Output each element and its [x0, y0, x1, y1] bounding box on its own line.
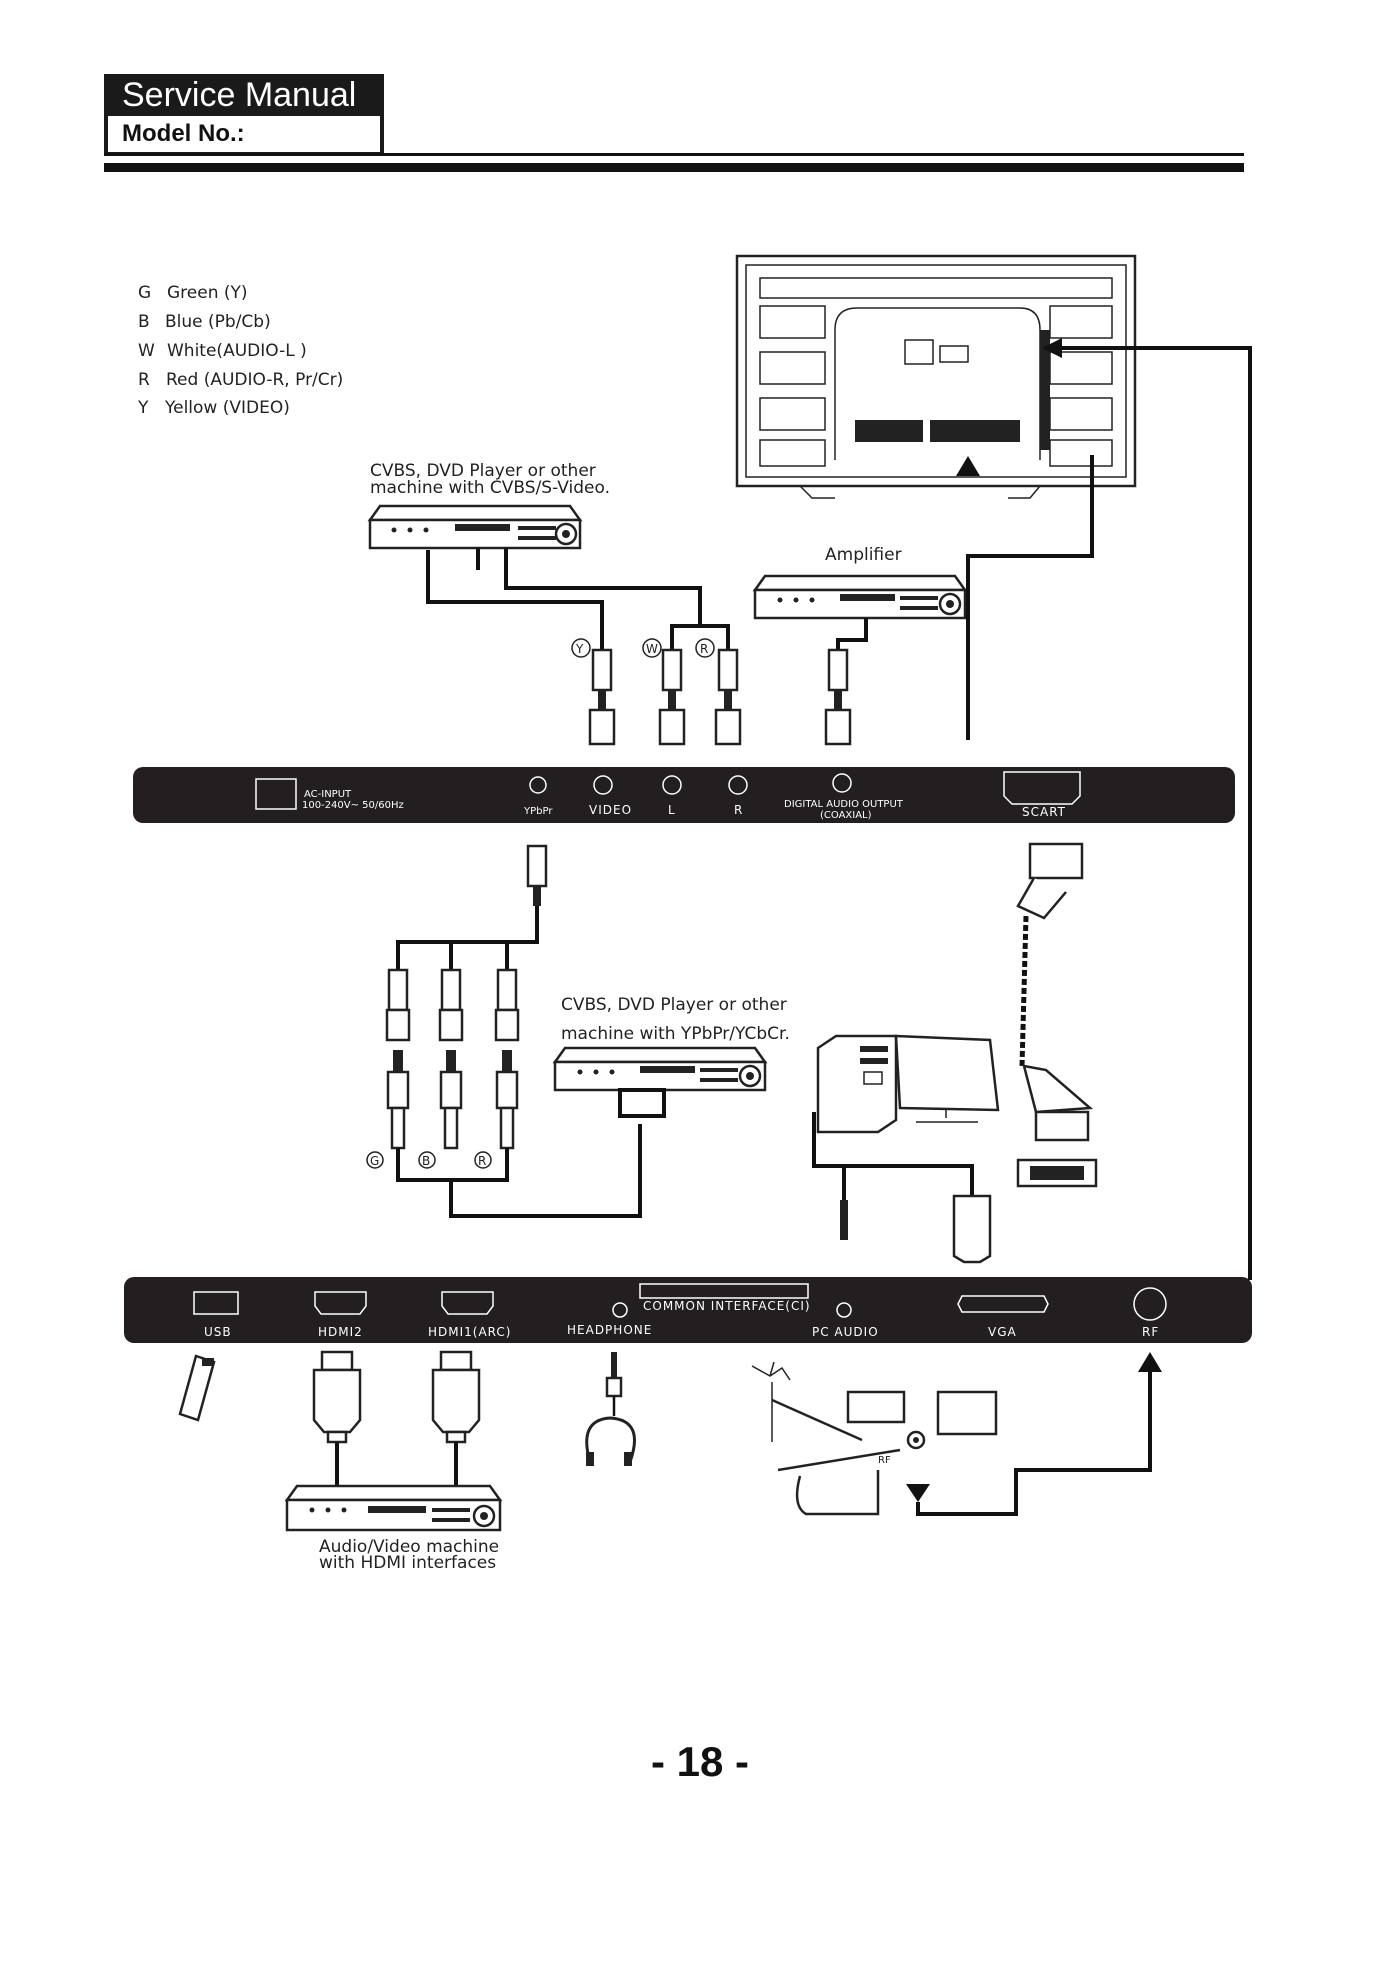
- scart-port-label: SCART: [1022, 805, 1066, 819]
- ac-spec-label: 100-240V~ 50/60Hz: [302, 800, 404, 811]
- antenna-rf-illustration: [751, 1361, 998, 1516]
- legend-text-b: Blue (Pb/Cb): [165, 312, 271, 332]
- ac-input-label: AC-INPUT: [304, 789, 352, 800]
- amplifier-illustration: [752, 574, 968, 620]
- hdmi-cable-hdmi1: [431, 1350, 481, 1488]
- plug-letter-y: Y: [575, 642, 584, 656]
- rca-plug-coaxial: [824, 648, 852, 746]
- ypbpr-cable-assembly: [385, 844, 642, 1218]
- rf-arrow-icon: [1138, 1352, 1162, 1372]
- legend-code-b: B: [138, 312, 150, 332]
- top-connector-panel: [133, 767, 1235, 823]
- ypbpr-dvd-player-illustration: [552, 1046, 768, 1118]
- legend-code-w: W: [138, 341, 155, 361]
- hdmi1-arc-port-label: HDMI1(ARC): [428, 1325, 511, 1339]
- legend-text-w: White(AUDIO-L ): [167, 341, 307, 361]
- legend-text-y: Yellow (VIDEO): [164, 398, 290, 418]
- header-rule-thick: [104, 163, 1244, 172]
- ypbpr-player-caption-line1: CVBS, DVD Player or other: [561, 995, 787, 1015]
- manual-title: Service Manual: [104, 74, 384, 116]
- digital-audio-label: DIGITAL AUDIO OUTPUT: [784, 799, 904, 810]
- legend-code-y: Y: [137, 398, 149, 418]
- plug-letter-g: G: [370, 1154, 379, 1168]
- common-interface-label: COMMON INTERFACE(CI): [643, 1299, 811, 1313]
- coaxial-label: (COAXIAL): [820, 810, 872, 821]
- pc-illustration: [812, 1034, 1000, 1264]
- cvbs-player-caption-line1: CVBS, DVD Player or other: [370, 461, 596, 481]
- hdmi2-port-label: HDMI2: [318, 1325, 363, 1339]
- usb-stick-illustration: [178, 1354, 216, 1422]
- hdmi-cable-hdmi2: [312, 1350, 362, 1488]
- plug-letter-b: B: [422, 1154, 430, 1168]
- hdmi-machine-caption-line1: Audio/Video machine: [319, 1537, 499, 1557]
- antenna-rf-label: RF: [878, 1455, 891, 1466]
- hdmi-machine-caption-line2: with HDMI interfaces: [319, 1553, 496, 1573]
- rf-port-label: RF: [1142, 1325, 1159, 1339]
- rca-plug-white: [658, 648, 686, 746]
- ypbpr-port-label: YPbPr: [523, 806, 553, 817]
- bottom-connector-panel: [124, 1277, 1252, 1343]
- amplifier-caption: Amplifier: [825, 545, 902, 565]
- antenna-to-rf-cable: [916, 1360, 1152, 1516]
- vga-port-label: VGA: [988, 1325, 1017, 1339]
- plug-letter-r: R: [700, 642, 708, 656]
- plug-letter-r2: R: [478, 1154, 486, 1168]
- legend-code-g: G: [138, 283, 151, 303]
- headphone-illustration: [585, 1352, 636, 1466]
- legend-text-g: Green (Y): [167, 283, 248, 303]
- plug-letter-w: W: [646, 642, 658, 656]
- r-port-label: R: [734, 803, 743, 817]
- header-rule-thin: [104, 153, 1244, 156]
- ypbpr-player-caption-line2: machine with YPbPr/YCbCr.: [561, 1024, 790, 1044]
- legend-code-r: R: [138, 370, 150, 390]
- cvbs-player-caption-line2: machine with CVBS/S-Video.: [370, 478, 610, 498]
- l-port-label: L: [668, 803, 676, 817]
- cvbs-dvd-player-illustration: [367, 504, 583, 550]
- rca-plug-red: [714, 648, 742, 746]
- tv-rear-illustration: [735, 254, 1137, 499]
- hdmi-av-machine-illustration: [284, 1484, 503, 1532]
- color-legend: G Green (Y) B Blue (Pb/Cb) W White(AUDIO…: [137, 283, 343, 418]
- video-port-label: VIDEO: [589, 803, 632, 817]
- headphone-port-label: HEADPHONE: [567, 1323, 652, 1337]
- rca-plug-yellow: [588, 648, 616, 746]
- pc-audio-port-label: PC AUDIO: [812, 1325, 879, 1339]
- page-number: - 18 -: [650, 1738, 750, 1785]
- scart-cable-illustration: [1016, 842, 1098, 1188]
- upper-cables: [426, 338, 1252, 760]
- legend-text-r: Red (AUDIO-R, Pr/Cr): [166, 370, 343, 390]
- usb-port-label: USB: [204, 1325, 232, 1339]
